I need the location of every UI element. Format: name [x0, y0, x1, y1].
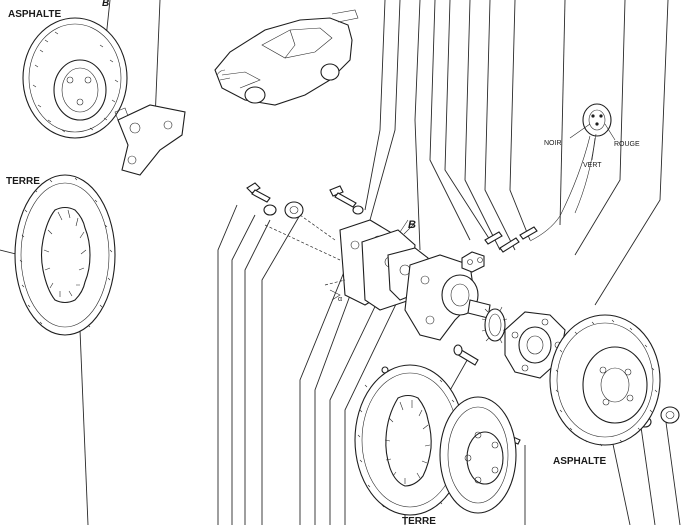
wheel-hub	[504, 311, 566, 379]
hub-carrier	[404, 251, 491, 341]
asphalt-disc-bottom	[549, 314, 661, 447]
label-asphalte-bottom: ASPHALTE	[553, 456, 606, 467]
backing-plates: α	[264, 214, 429, 311]
bearing-seal	[481, 306, 508, 344]
label-asphalte-top: ASPHALTE	[8, 9, 61, 20]
wire-label-rouge: ROUGE	[614, 141, 640, 148]
callout-b-marker	[399, 219, 415, 235]
alpha-symbol: α	[338, 296, 342, 303]
rally-car-illustration	[214, 9, 359, 106]
asphalt-disc-top	[22, 17, 128, 139]
wire-label-noir: NOIR	[544, 140, 562, 147]
caliper-bracket	[114, 104, 186, 176]
callout-b-label: B	[408, 219, 416, 231]
gravel-disc-bottom	[354, 364, 517, 516]
gravel-disc-left	[14, 174, 116, 336]
label-terre-bottom: TERRE	[402, 516, 436, 525]
sensor-connector	[529, 103, 616, 242]
wire-label-vert: VERT	[583, 162, 602, 169]
leader-lines	[0, 0, 681, 525]
label-terre-left: TERRE	[6, 176, 40, 187]
callout-b-top-label: B	[102, 0, 109, 9]
